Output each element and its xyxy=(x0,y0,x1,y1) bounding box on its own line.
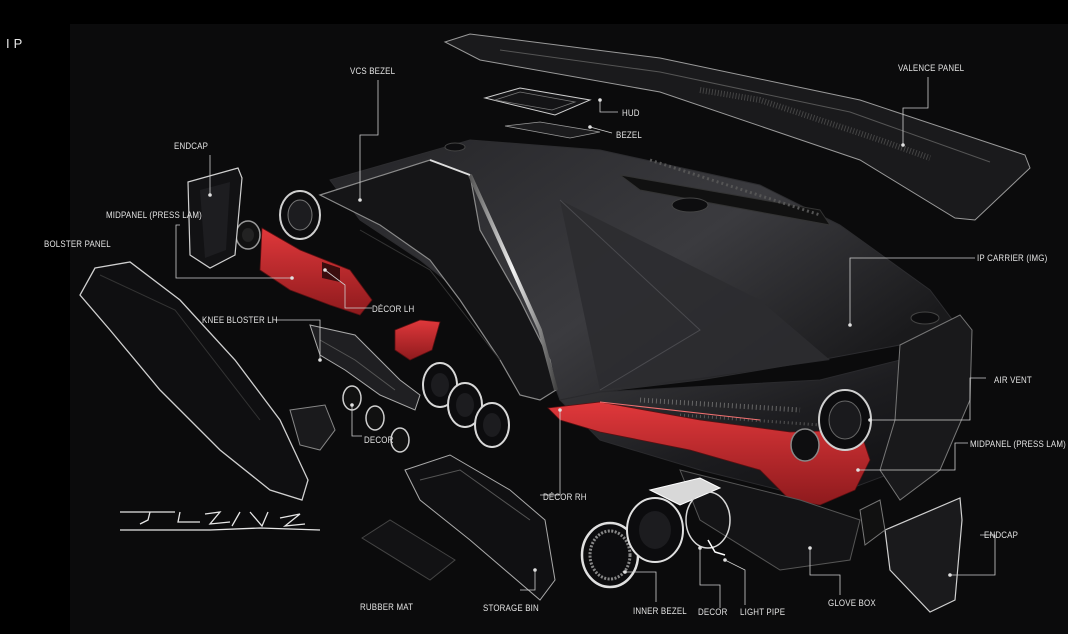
label-glove-box: GLOVE BOX xyxy=(828,598,876,608)
label-decor-bottom: DECOR xyxy=(698,607,728,617)
page-title: IP xyxy=(6,36,27,51)
label-ip-carrier: IP CARRIER (IMG) xyxy=(977,253,1048,263)
label-decor: DECOR xyxy=(364,435,394,445)
endcap-rh-part xyxy=(859,497,963,613)
label-vcs-bezel: VCS BEZEL xyxy=(350,66,396,76)
midpanel-lh-part xyxy=(259,227,373,316)
label-decor-rh: DÉCOR RH xyxy=(543,492,587,502)
label-storage-bin: STORAGE BIN xyxy=(483,603,539,613)
label-bezel: BEZEL xyxy=(616,130,642,140)
knee-bolster-part xyxy=(309,324,421,411)
vcs-bezel-part xyxy=(318,159,558,401)
label-valence-panel: VALENCE PANEL xyxy=(898,63,965,73)
decor-rh-part xyxy=(547,401,871,506)
label-inner-bezel: INNER BEZEL xyxy=(633,606,687,616)
bolster-panel-part xyxy=(79,261,336,501)
label-light-pipe: LIGHT PIPE xyxy=(740,607,786,617)
gauge-rings xyxy=(422,362,510,448)
leader-dots xyxy=(208,98,952,577)
storage-bin-part xyxy=(404,454,556,601)
label-midpanel-rh: MIDPANEL (PRESS LAM) xyxy=(970,439,1066,449)
label-decor-lh: DÉCOR LH xyxy=(372,304,415,314)
leader-lines xyxy=(175,77,996,608)
decor-lh-part xyxy=(394,319,441,361)
label-endcap-rh: ENDCAP xyxy=(984,530,1019,540)
valence-panel-part xyxy=(443,33,1031,221)
label-knee-bolster-lh: KNEE BLOSTER LH xyxy=(202,315,278,325)
rubber-mat-part xyxy=(361,519,456,581)
label-midpanel-lh: MIDPANEL (PRESS LAM) xyxy=(106,210,202,220)
hud-part xyxy=(483,87,601,139)
label-rubber-mat: RUBBER MAT xyxy=(360,602,414,612)
air-vent-part xyxy=(790,389,872,462)
label-endcap-lh: ENDCAP xyxy=(174,141,209,151)
decor-rings xyxy=(342,385,410,453)
endcap-lh-part xyxy=(187,167,243,269)
label-air-vent: AIR VENT xyxy=(994,375,1032,385)
label-hud: HUD xyxy=(622,108,640,118)
label-bolster-panel: BOLSTER PANEL xyxy=(44,239,111,249)
artist-signature xyxy=(120,511,321,531)
glove-box-part xyxy=(679,469,861,571)
